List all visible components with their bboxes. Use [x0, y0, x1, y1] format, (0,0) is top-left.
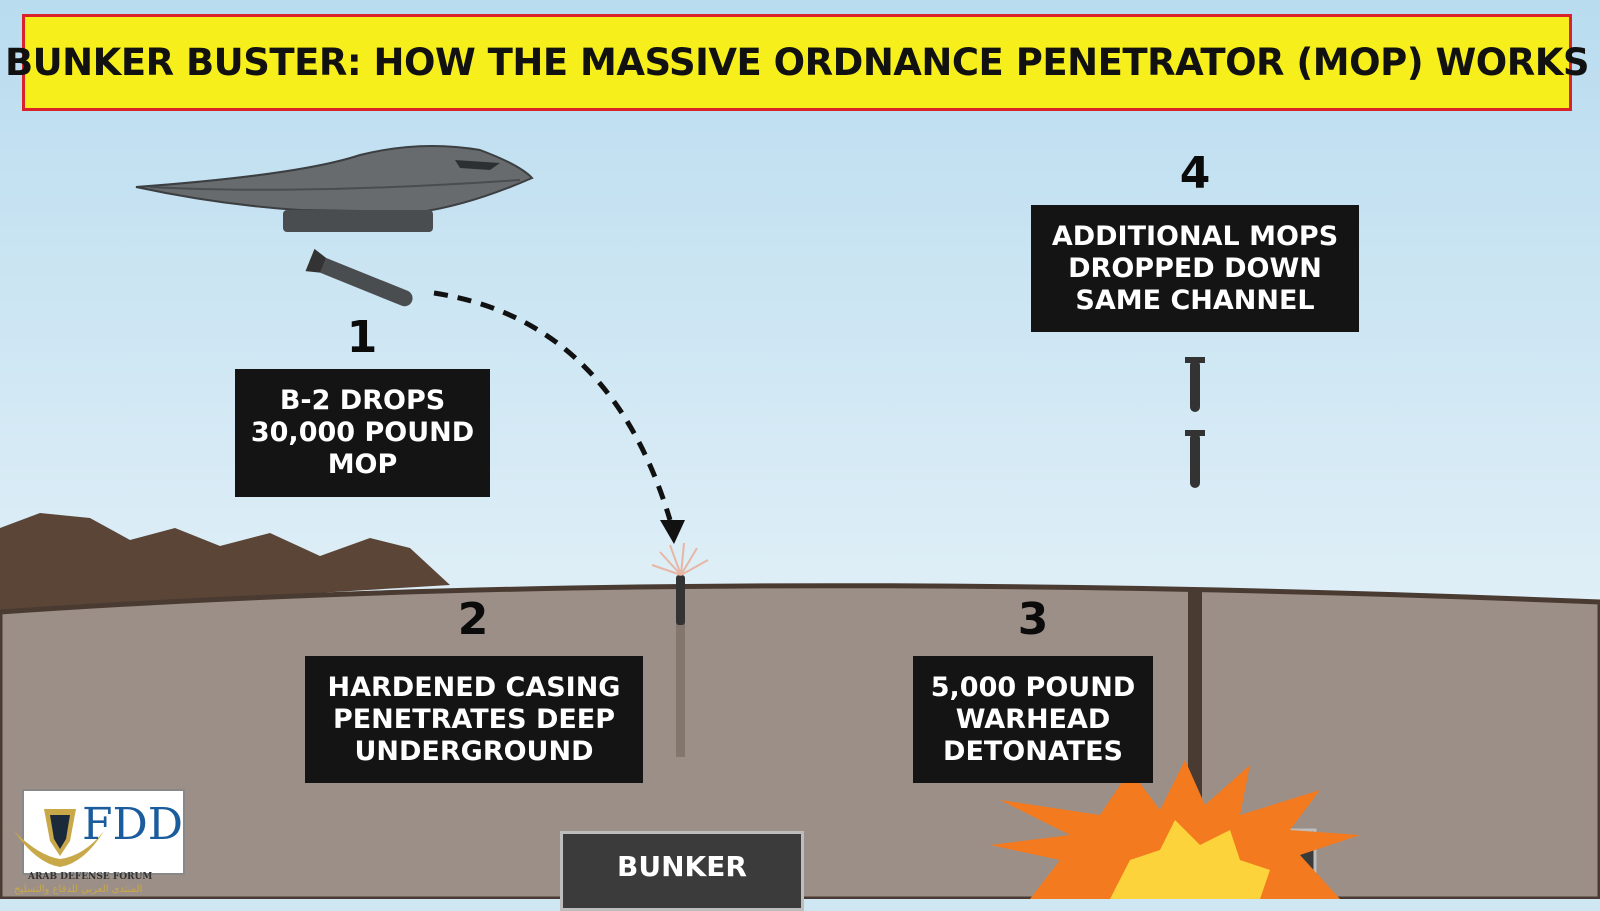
bunker-label: BUNKER — [560, 831, 804, 911]
logo: FDD — [14, 789, 185, 875]
mop-embedded — [676, 575, 685, 625]
logo-arabic-subtitle: المنتدى العربي للدفاع والتسليح — [14, 884, 143, 895]
explosion — [990, 760, 1360, 899]
page-title: BUNKER BUSTER: HOW THE MASSIVE ORDNANCE … — [4, 41, 1590, 84]
logo-mark: FDD — [82, 799, 184, 850]
additional-mop-bomb — [1185, 357, 1205, 488]
step-number-4: 4 — [1179, 148, 1211, 199]
logo-subtitle: ARAB DEFENSE FORUM — [28, 872, 153, 882]
mop-bomb — [305, 248, 413, 307]
shared-channel — [1188, 588, 1202, 818]
step-number-1: 1 — [346, 312, 378, 363]
step-number-3: 3 — [1017, 594, 1049, 645]
penetration-shaft — [676, 582, 685, 757]
title-banner: BUNKER BUSTER: HOW THE MASSIVE ORDNANCE … — [5, 14, 1590, 111]
mountains — [0, 513, 450, 612]
b2-bomber — [135, 145, 534, 232]
impact-burst — [651, 542, 709, 576]
trajectory-arrow — [433, 290, 673, 521]
step-number-2: 2 — [457, 594, 489, 645]
shield-wings-icon — [14, 809, 104, 867]
arrowhead-icon — [660, 520, 685, 544]
